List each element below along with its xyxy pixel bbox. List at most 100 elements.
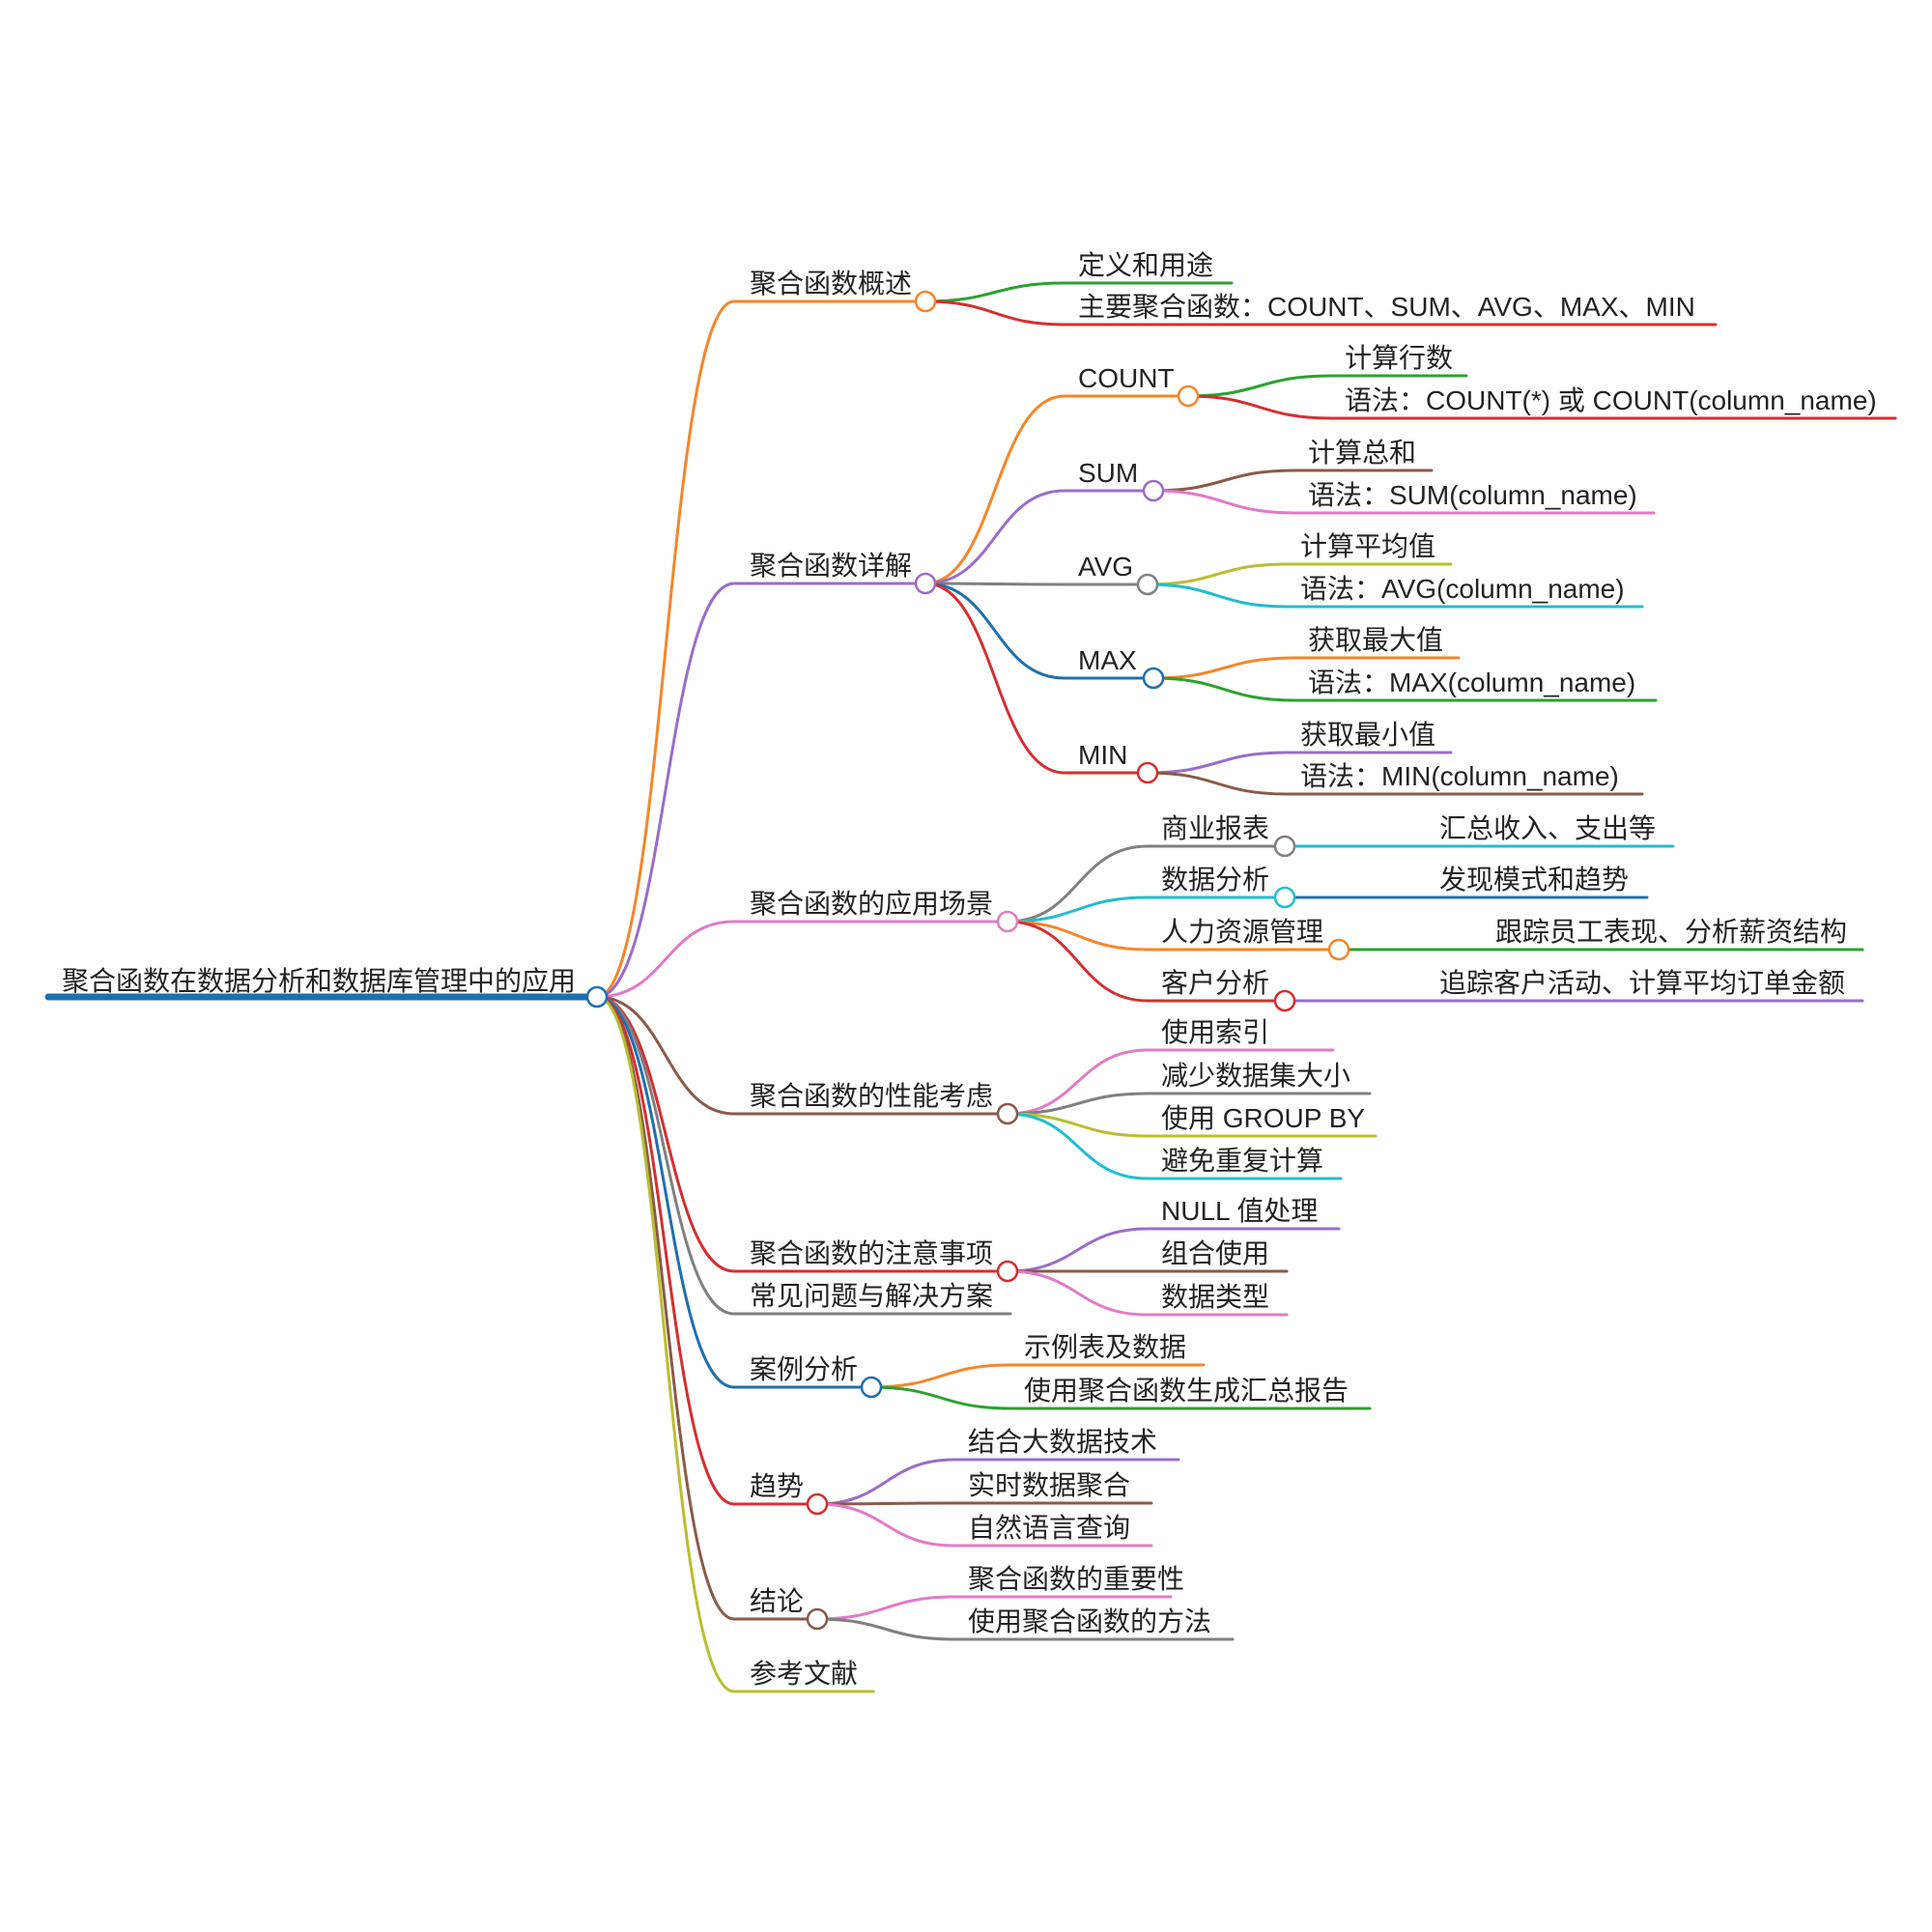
branch-6-child-1-edge — [869, 1385, 1012, 1410]
branch-1-child-3-knob[interactable] — [1142, 667, 1165, 690]
branch-8-child-1-label[interactable]: 使用聚合函数的方法 — [968, 1606, 1211, 1636]
branch-1-child-2-leaf-0-label[interactable]: 计算平均值 — [1300, 531, 1435, 561]
branch-2-child-1-leaf-0-label[interactable]: 发现模式和趋势 — [1439, 865, 1629, 895]
branch-1-child-2-label[interactable]: AVG — [1078, 552, 1133, 582]
branch-7-child-1-edge — [815, 1501, 956, 1506]
branch-3-label[interactable]: 聚合函数的性能考虑 — [750, 1081, 993, 1111]
branch-edge-6 — [595, 995, 736, 1389]
root-knob[interactable] — [585, 985, 609, 1009]
branch-7-child-0-edge — [815, 1458, 956, 1506]
branch-8-label[interactable]: 结论 — [750, 1586, 804, 1616]
branch-1-child-3-leaf-0-label[interactable]: 获取最大值 — [1308, 625, 1443, 655]
branch-6-child-0-label[interactable]: 示例表及数据 — [1024, 1332, 1186, 1362]
branch-8-child-0-edge — [815, 1595, 956, 1621]
branch-6-label[interactable]: 案例分析 — [750, 1354, 858, 1384]
branch-1-child-1-leaf-1-label[interactable]: 语法：SUM(column_name) — [1308, 480, 1637, 510]
branch-2-child-1-knob[interactable] — [1273, 886, 1296, 909]
branch-1-child-1-knob[interactable] — [1142, 479, 1165, 502]
branch-8-child-0-label[interactable]: 聚合函数的重要性 — [968, 1564, 1184, 1594]
branch-2-child-3-knob[interactable] — [1273, 989, 1296, 1012]
branch-2-child-2-leaf-0-label[interactable]: 跟踪员工表现、分析薪资结构 — [1495, 917, 1847, 947]
branch-0-child-1-label[interactable]: 主要聚合函数：COUNT、SUM、AVG、MAX、MIN — [1078, 292, 1695, 322]
branch-0-label[interactable]: 聚合函数概述 — [750, 269, 912, 298]
branch-3-child-0-edge — [1006, 1048, 1150, 1116]
branch-3-child-3-label[interactable]: 避免重复计算 — [1161, 1146, 1323, 1176]
branch-2-knob[interactable] — [996, 910, 1019, 933]
branch-2-label[interactable]: 聚合函数的应用场景 — [750, 889, 993, 919]
branch-7-child-0-label[interactable]: 结合大数据技术 — [968, 1427, 1157, 1457]
branch-2-child-2-knob[interactable] — [1327, 938, 1350, 961]
branch-1-child-0-leaf-0-label[interactable]: 计算行数 — [1345, 343, 1453, 373]
branch-4-child-2-edge — [1006, 1269, 1150, 1317]
branch-2-child-0-label[interactable]: 商业报表 — [1161, 813, 1269, 843]
label-layer: 聚合函数在数据分析和数据库管理中的应用 聚合函数概述 定义和用途主要聚合函数：CO… — [62, 250, 1877, 1689]
branch-1-child-4-leaf-1-edge — [1146, 771, 1289, 796]
branch-1-child-1-label[interactable]: SUM — [1078, 458, 1138, 488]
branch-7-child-1-label[interactable]: 实时数据聚合 — [968, 1470, 1130, 1500]
branch-1-child-3-leaf-1-edge — [1151, 676, 1296, 702]
branch-3-child-2-label[interactable]: 使用 GROUP BY — [1161, 1103, 1365, 1133]
branch-1-child-4-knob[interactable] — [1136, 761, 1159, 784]
branch-4-child-0-label[interactable]: NULL 值处理 — [1161, 1196, 1318, 1226]
branch-2-child-0-leaf-0-label[interactable]: 汇总收入、支出等 — [1439, 813, 1656, 843]
branch-6-child-1-label[interactable]: 使用聚合函数生成汇总报告 — [1024, 1376, 1349, 1406]
branch-1-child-0-leaf-1-edge — [1186, 394, 1333, 420]
branch-4-child-2-label[interactable]: 数据类型 — [1161, 1282, 1269, 1312]
branch-5-label[interactable]: 常见问题与解决方案 — [750, 1281, 993, 1311]
branch-2-child-1-edge — [1006, 895, 1150, 923]
branch-3-knob[interactable] — [996, 1102, 1019, 1125]
branch-1-child-0-edge — [923, 394, 1066, 585]
branch-edge-2 — [595, 920, 736, 999]
branch-0-knob[interactable] — [914, 290, 937, 313]
branch-1-child-3-label[interactable]: MAX — [1078, 645, 1137, 675]
branch-7-label[interactable]: 趋势 — [750, 1471, 804, 1501]
branch-2-child-3-label[interactable]: 客户分析 — [1161, 968, 1269, 998]
branch-edge-5 — [595, 995, 736, 1316]
branch-1-child-3-edge — [923, 582, 1066, 680]
branch-edge-7 — [595, 995, 736, 1506]
branch-1-child-4-leaf-1-label[interactable]: 语法：MIN(column_name) — [1300, 761, 1619, 791]
branch-1-child-1-leaf-0-label[interactable]: 计算总和 — [1308, 438, 1416, 468]
branch-1-child-2-leaf-0-edge — [1146, 562, 1289, 586]
branch-1-child-4-label[interactable]: MIN — [1078, 740, 1127, 770]
branch-edge-1 — [595, 582, 736, 999]
branch-edge-3 — [595, 995, 736, 1116]
root-topic[interactable]: 聚合函数在数据分析和数据库管理中的应用 — [62, 966, 576, 996]
branch-1-child-4-edge — [923, 582, 1066, 775]
branch-2-child-0-knob[interactable] — [1273, 835, 1296, 858]
branch-3-child-1-label[interactable]: 减少数据集大小 — [1161, 1061, 1350, 1091]
branch-2-child-2-label[interactable]: 人力资源管理 — [1161, 917, 1323, 947]
branch-4-knob[interactable] — [996, 1260, 1019, 1283]
branch-4-child-0-edge — [1006, 1227, 1150, 1273]
branch-1-child-0-knob[interactable] — [1177, 384, 1200, 408]
branch-1-child-1-edge — [923, 489, 1066, 585]
branch-9-label[interactable]: 参考文献 — [750, 1659, 858, 1689]
branch-1-child-2-leaf-1-edge — [1146, 582, 1289, 609]
branch-2-child-3-leaf-0-label[interactable]: 追踪客户活动、计算平均订单金额 — [1439, 968, 1845, 998]
branch-8-knob[interactable] — [806, 1607, 829, 1631]
branch-1-child-4-leaf-0-label[interactable]: 获取最小值 — [1300, 720, 1435, 750]
branch-3-child-3-edge — [1006, 1112, 1150, 1180]
branch-1-label[interactable]: 聚合函数详解 — [750, 551, 912, 581]
branch-0-child-0-edge — [923, 281, 1066, 303]
edge-layer — [595, 281, 1333, 1693]
branch-1-child-0-leaf-1-label[interactable]: 语法：COUNT(*) 或 COUNT(column_name) — [1345, 385, 1877, 415]
branch-1-knob[interactable] — [914, 572, 937, 595]
branch-7-knob[interactable] — [806, 1492, 829, 1516]
branch-4-label[interactable]: 聚合函数的注意事项 — [750, 1238, 993, 1268]
branch-1-child-2-edge — [923, 582, 1066, 586]
branch-1-child-4-leaf-0-edge — [1146, 751, 1289, 775]
branch-1-child-3-leaf-1-label[interactable]: 语法：MAX(column_name) — [1308, 668, 1635, 697]
branch-1-child-2-knob[interactable] — [1136, 573, 1159, 596]
branch-0-child-0-label[interactable]: 定义和用途 — [1078, 250, 1213, 280]
branch-1-child-0-label[interactable]: COUNT — [1078, 363, 1175, 393]
branch-6-knob[interactable] — [860, 1376, 883, 1399]
branch-4-child-1-label[interactable]: 组合使用 — [1161, 1238, 1269, 1268]
branch-6-child-0-edge — [869, 1363, 1012, 1389]
branch-1-child-3-leaf-0-edge — [1151, 656, 1296, 680]
branch-3-child-0-label[interactable]: 使用索引 — [1161, 1017, 1269, 1047]
branch-7-child-2-label[interactable]: 自然语言查询 — [968, 1513, 1130, 1543]
branch-2-child-1-label[interactable]: 数据分析 — [1161, 865, 1269, 895]
branch-1-child-2-leaf-1-label[interactable]: 语法：AVG(column_name) — [1300, 574, 1625, 604]
